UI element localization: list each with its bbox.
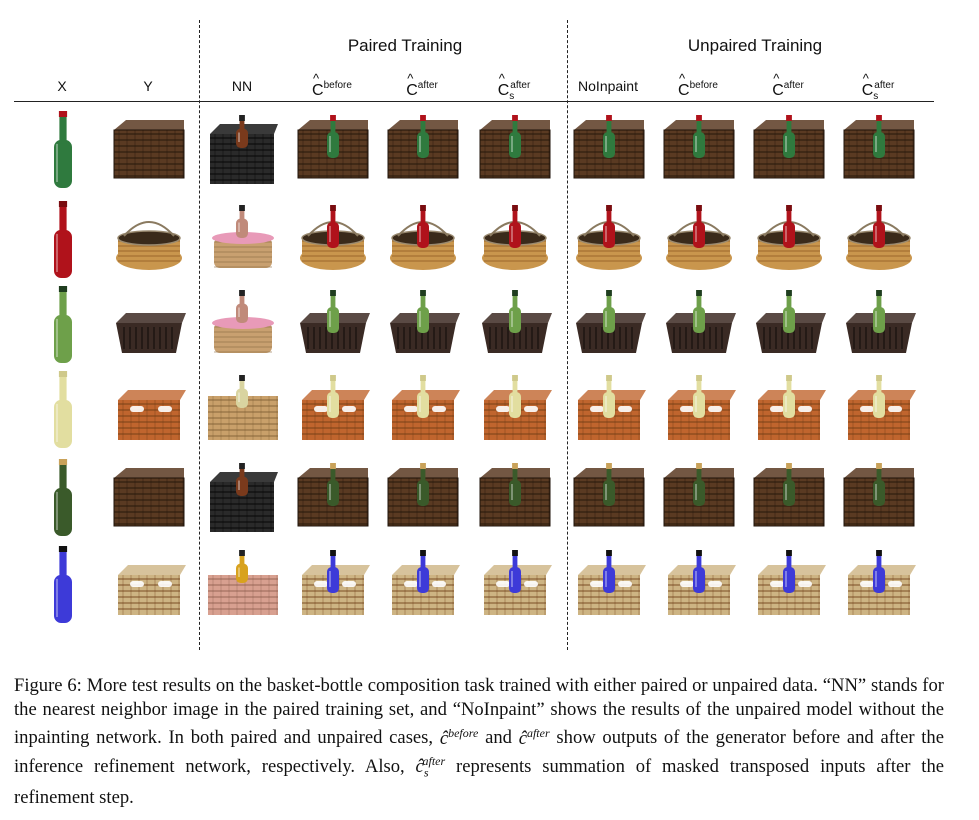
thumb-r5-c3 [294, 545, 372, 625]
thumb-r0-c1 [110, 110, 188, 190]
divider-nn [199, 20, 200, 650]
thumb-r4-c2 [204, 458, 282, 538]
thumb-r5-c0 [24, 545, 102, 625]
thumb-r0-c0 [24, 110, 102, 190]
divider-unpaired [567, 20, 568, 650]
c-after-symbol: ĉafter [518, 725, 550, 749]
figure-6: Paired Training Unpaired Training X Y NN Cb… [0, 0, 979, 660]
caption-and: and [485, 727, 512, 749]
thumb-r3-c6 [570, 370, 648, 450]
thumb-r2-c7 [660, 285, 738, 365]
figure-caption: Figure 6: More test results on the baske… [14, 674, 944, 810]
thumb-r3-c0 [24, 370, 102, 450]
thumb-r5-c7 [660, 545, 738, 625]
thumb-r5-c4 [384, 545, 462, 625]
thumb-r2-c9 [840, 285, 918, 365]
caption-part2: show outputs of the generator before and… [14, 727, 944, 778]
thumb-r3-c9 [840, 370, 918, 450]
thumb-r5-c9 [840, 545, 918, 625]
thumb-r1-c9 [840, 200, 918, 280]
thumb-r1-c3 [294, 200, 372, 280]
thumb-r0-c4 [384, 110, 462, 190]
column-label-9: Csafter [836, 63, 920, 102]
thumb-r1-c7 [660, 200, 738, 280]
column-label-2: NN [231, 78, 253, 94]
caption-part1: More test results on the basket-bottle c… [14, 675, 944, 749]
thumb-r1-c1 [110, 200, 188, 280]
thumb-r1-c0 [24, 200, 102, 280]
column-label-7: Cbefore [656, 63, 740, 102]
column-label-5: Csafter [472, 63, 556, 102]
thumb-r3-c8 [750, 370, 828, 450]
thumb-r0-c6 [570, 110, 648, 190]
thumb-r2-c8 [750, 285, 828, 365]
thumb-r1-c4 [384, 200, 462, 280]
thumb-r4-c3 [294, 458, 372, 538]
thumb-r2-c6 [570, 285, 648, 365]
paired-training-title: Paired Training [347, 36, 463, 55]
thumb-r4-c0 [24, 458, 102, 538]
c-s-after-symbol: ĉsafter [415, 754, 446, 781]
c-before-symbol: ĉbefore [439, 725, 479, 749]
thumb-r5-c6 [570, 545, 648, 625]
thumb-r3-c7 [660, 370, 738, 450]
thumb-r5-c2 [204, 545, 282, 625]
thumb-r1-c5 [476, 200, 554, 280]
thumb-r5-c5 [476, 545, 554, 625]
thumb-r2-c3 [294, 285, 372, 365]
thumb-r1-c8 [750, 200, 828, 280]
thumb-r2-c5 [476, 285, 554, 365]
thumb-r4-c8 [750, 458, 828, 538]
thumb-r0-c2 [204, 110, 282, 190]
thumb-r2-c4 [384, 285, 462, 365]
unpaired-training-title: Unpaired Training [687, 36, 823, 55]
thumb-r4-c4 [384, 458, 462, 538]
column-label-8: Cafter [746, 63, 830, 102]
thumb-r4-c6 [570, 458, 648, 538]
thumb-r3-c5 [476, 370, 554, 450]
thumb-r1-c6 [570, 200, 648, 280]
thumb-r1-c2 [204, 200, 282, 280]
thumb-r0-c8 [750, 110, 828, 190]
caption-label: Figure 6: [14, 675, 82, 696]
thumb-r4-c1 [110, 458, 188, 538]
thumb-r4-c5 [476, 458, 554, 538]
thumb-r2-c0 [24, 285, 102, 365]
thumb-r3-c1 [110, 370, 188, 450]
header-rule [14, 101, 934, 102]
column-label-3: Cbefore [290, 63, 374, 102]
thumb-r5-c8 [750, 545, 828, 625]
thumb-r4-c9 [840, 458, 918, 538]
column-label-1: Y [143, 78, 153, 94]
thumb-r0-c7 [660, 110, 738, 190]
thumb-r5-c1 [110, 545, 188, 625]
column-label-0: X [57, 78, 67, 94]
thumb-r3-c4 [384, 370, 462, 450]
thumb-r0-c9 [840, 110, 918, 190]
thumb-r2-c1 [110, 285, 188, 365]
caption-part3: represents summation of masked transpose… [14, 756, 945, 808]
thumb-r3-c2 [204, 370, 282, 450]
thumb-r4-c7 [660, 458, 738, 538]
thumb-r0-c3 [294, 110, 372, 190]
column-label-6: NoInpaint [578, 78, 638, 94]
thumb-r3-c3 [294, 370, 372, 450]
thumb-r0-c5 [476, 110, 554, 190]
thumb-r2-c2 [204, 285, 282, 365]
column-label-4: Cafter [380, 63, 464, 102]
